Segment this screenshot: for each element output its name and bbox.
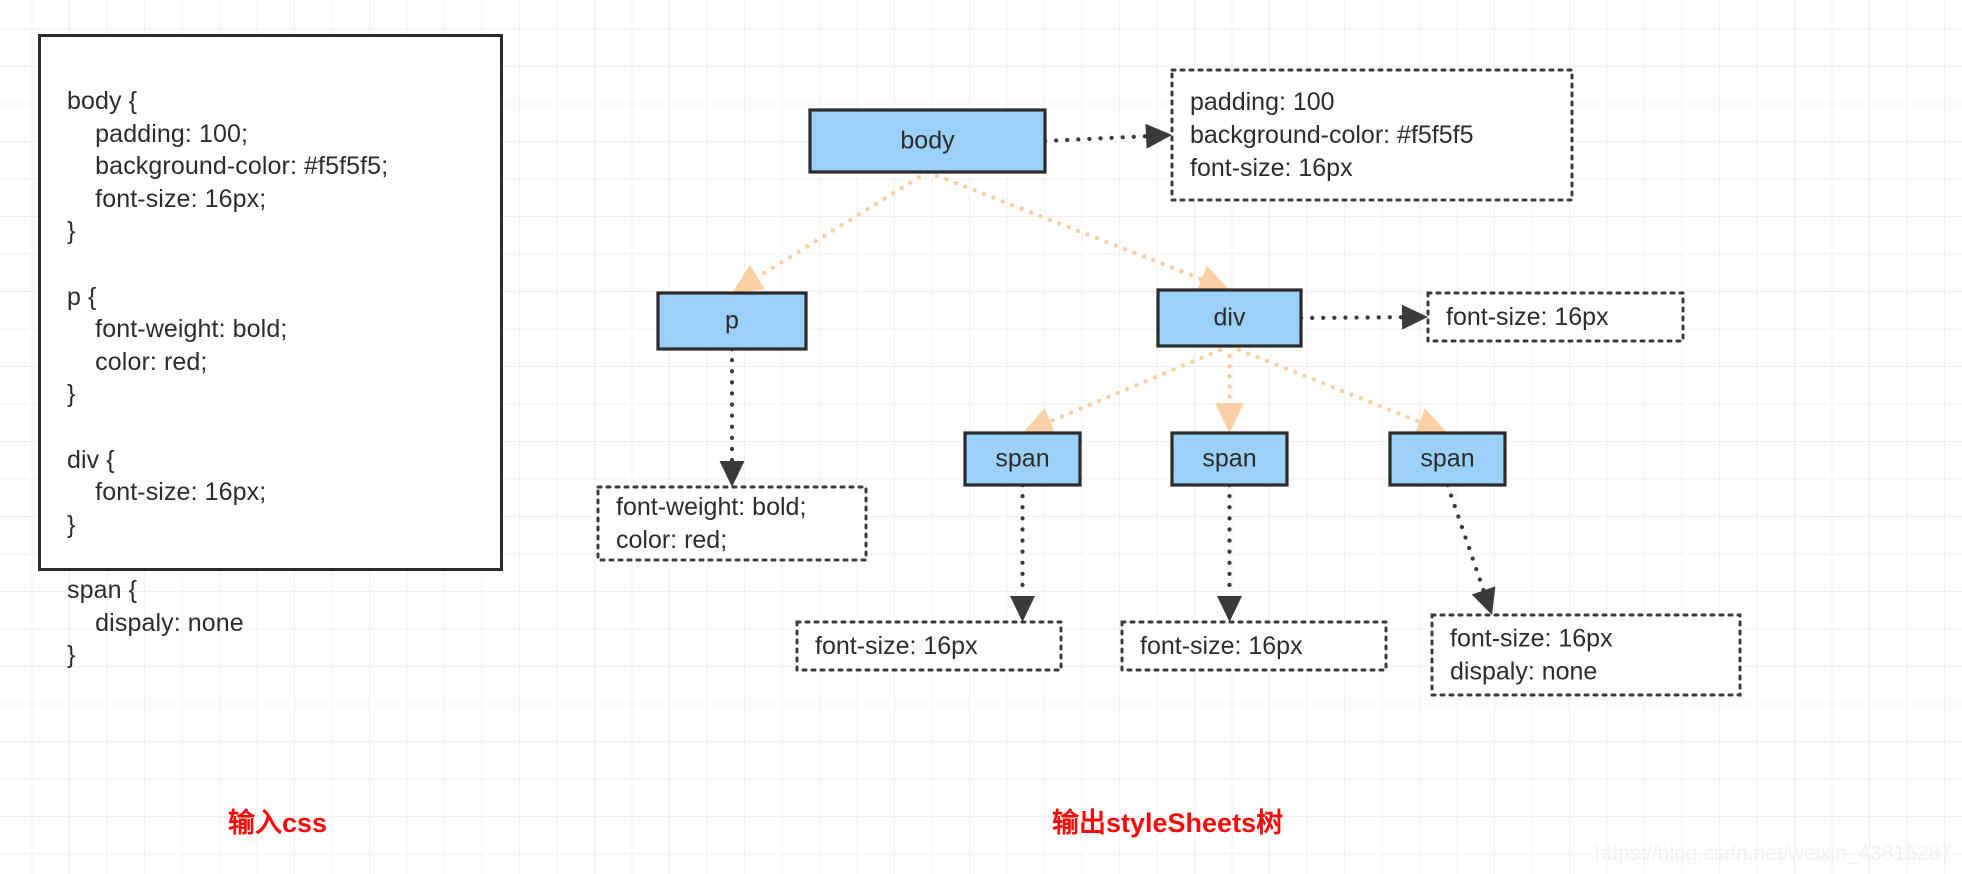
- node-box[interactable]: [656, 291, 808, 351]
- callout-line: font-weight: bold;: [616, 493, 806, 521]
- callout-div-styles: font-size: 16px: [1426, 291, 1685, 343]
- callout-line: font-size: 16px: [1190, 154, 1353, 182]
- parent-link-body-to-p: [755, 169, 930, 280]
- style-link-div-to-div-styles: [1298, 315, 1405, 321]
- tree-node-span2[interactable]: span: [1170, 431, 1289, 487]
- callout-line: font-size: 16px: [1450, 625, 1613, 653]
- caption-input-css: 输入css: [228, 808, 328, 838]
- callout-span2-styles: font-size: 16px: [1120, 620, 1388, 672]
- tree-node-p[interactable]: p: [656, 291, 808, 351]
- arrowhead-p-styles: [719, 461, 745, 487]
- callout-line: font-size: 16px: [1446, 303, 1609, 331]
- connector-layer: [719, 123, 1496, 622]
- node-box[interactable]: [1156, 288, 1303, 348]
- callout-box: [1120, 620, 1388, 672]
- tree-node-span1[interactable]: span: [963, 431, 1082, 487]
- callout-line: font-size: 16px: [815, 632, 978, 660]
- node-label: span: [1202, 445, 1256, 473]
- callout-layer: padding: 100 background-color: #f5f5f5 fon…: [596, 68, 1742, 697]
- node-layer: body p div span span span: [656, 108, 1507, 487]
- callout-span1-styles: font-size: 16px: [795, 620, 1063, 672]
- arrowhead-span2-styles: [1217, 596, 1242, 622]
- arrowhead-span1: [1022, 408, 1056, 435]
- arrowhead-span1-styles: [1010, 596, 1035, 622]
- callout-box: [1170, 68, 1574, 202]
- callout-span3-styles: font-size: 16px dispaly: none: [1430, 613, 1742, 697]
- node-label: span: [995, 445, 1049, 473]
- parent-link-body-to-div: [925, 169, 1204, 282]
- watermark: https://blog.csdn.net/weixin_43816287: [1594, 842, 1952, 865]
- style-link-body-to-body-styles: [1042, 134, 1149, 144]
- tree-node-span3[interactable]: span: [1388, 431, 1507, 487]
- callout-line: color: red;: [616, 526, 727, 554]
- node-box[interactable]: [1388, 431, 1507, 487]
- node-box[interactable]: [808, 108, 1047, 174]
- arrowhead-div: [1196, 265, 1230, 293]
- callout-p-styles: font-weight: bold; color: red;: [596, 485, 868, 562]
- tree-node-body[interactable]: body: [808, 108, 1047, 174]
- arrowhead-body-styles: [1145, 123, 1172, 149]
- callout-box: [795, 620, 1063, 672]
- css-source-panel: body { padding: 100; background-color: #…: [38, 34, 503, 669]
- arrowhead-p: [732, 264, 766, 293]
- arrowhead-span3-styles: [1471, 586, 1496, 615]
- callout-box: [1426, 291, 1685, 343]
- arrowhead-span3: [1414, 408, 1448, 436]
- parent-link-div-to-span1: [1047, 343, 1232, 424]
- css-source-code: body { padding: 100; background-color: #…: [67, 87, 389, 670]
- callout-box: [596, 485, 868, 562]
- node-label: div: [1214, 304, 1246, 332]
- node-label: body: [900, 127, 955, 155]
- callout-line: dispaly: none: [1450, 658, 1597, 686]
- callout-box: [1430, 613, 1742, 697]
- tree-node-div[interactable]: div: [1156, 288, 1303, 348]
- callout-line: font-size: 16px: [1140, 632, 1303, 660]
- node-label: p: [725, 307, 739, 335]
- arrowhead-span2: [1215, 403, 1244, 433]
- node-box[interactable]: [963, 431, 1082, 487]
- caption-output-stylesheets-tree: 输出styleSheets树: [1052, 808, 1284, 838]
- callout-body-styles: padding: 100 background-color: #f5f5f5 fon…: [1170, 68, 1574, 202]
- parent-link-div-to-span3: [1227, 343, 1422, 425]
- callout-line: background-color: #f5f5f5: [1190, 121, 1474, 149]
- node-label: span: [1420, 445, 1474, 473]
- arrowhead-div-styles: [1401, 304, 1428, 330]
- callout-line: padding: 100: [1190, 88, 1335, 116]
- node-box[interactable]: [1170, 431, 1289, 487]
- style-link-span3-to-span3-styles: [1445, 482, 1486, 593]
